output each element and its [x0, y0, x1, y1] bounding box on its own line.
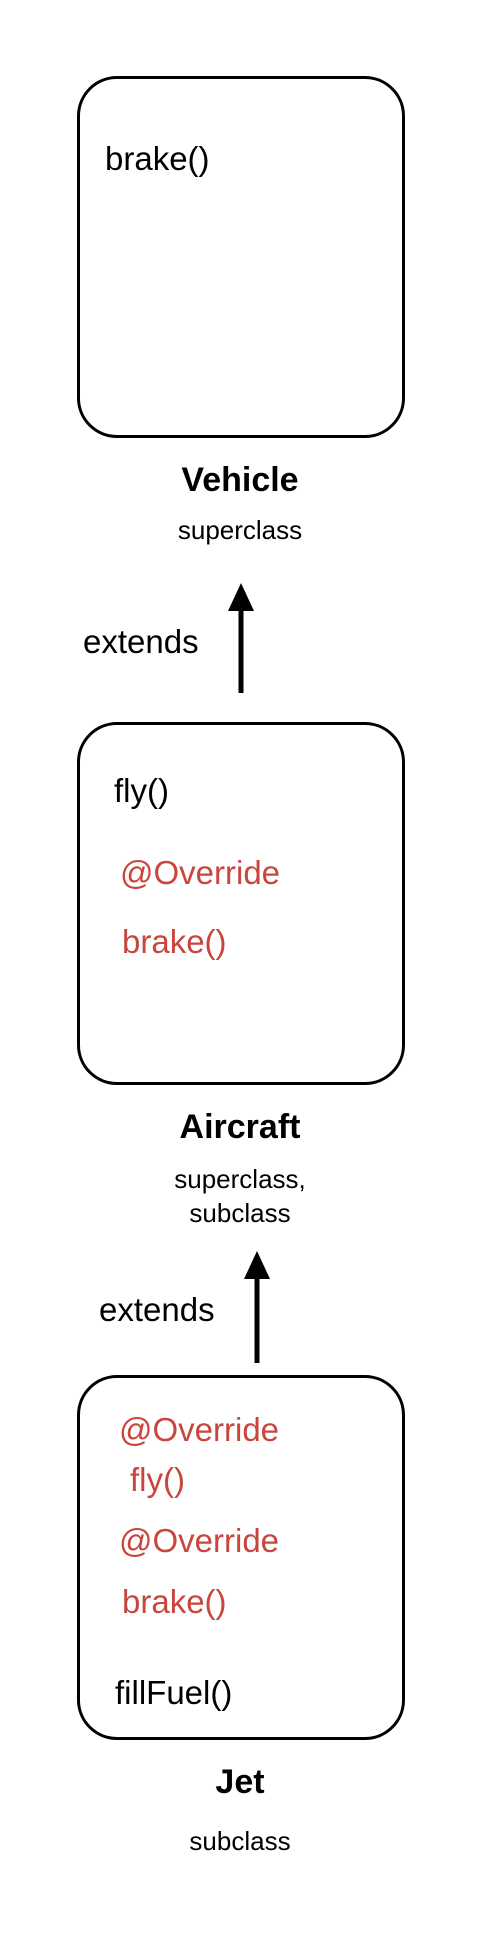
- jet-override1-annotation: @Override: [119, 1411, 280, 1448]
- jet-class-role: subclass: [189, 1826, 291, 1856]
- jet-override1-fly: fly(): [130, 1461, 185, 1498]
- extends-label-aircraft-vehicle: extends: [83, 623, 199, 660]
- aircraft-class-role-line2: subclass: [189, 1198, 291, 1228]
- jet-class-box: [77, 1375, 405, 1740]
- vehicle-class-role: superclass: [177, 515, 303, 545]
- vehicle-class-box: [77, 76, 405, 438]
- jet-class-name: Jet: [215, 1763, 265, 1801]
- jet-override2-annotation: @Override: [119, 1522, 280, 1559]
- extends-arrow-jet-aircraft: [244, 1251, 270, 1363]
- aircraft-class-name: Aircraft: [179, 1108, 301, 1146]
- extends-arrow-aircraft-vehicle: [228, 583, 254, 693]
- aircraft-class-box: [77, 722, 405, 1085]
- vehicle-class-name: Vehicle: [181, 461, 299, 499]
- extends-label-jet-aircraft: extends: [99, 1291, 215, 1328]
- vehicle-method-brake: brake(): [105, 140, 210, 177]
- jet-override2-brake: brake(): [122, 1583, 227, 1620]
- aircraft-override-annotation: @Override: [120, 854, 281, 891]
- aircraft-method-fly: fly(): [114, 772, 169, 809]
- aircraft-override-brake: brake(): [122, 923, 227, 960]
- jet-method-fillfuel: fillFuel(): [115, 1674, 233, 1711]
- aircraft-class-role-line1: superclass,: [174, 1164, 306, 1194]
